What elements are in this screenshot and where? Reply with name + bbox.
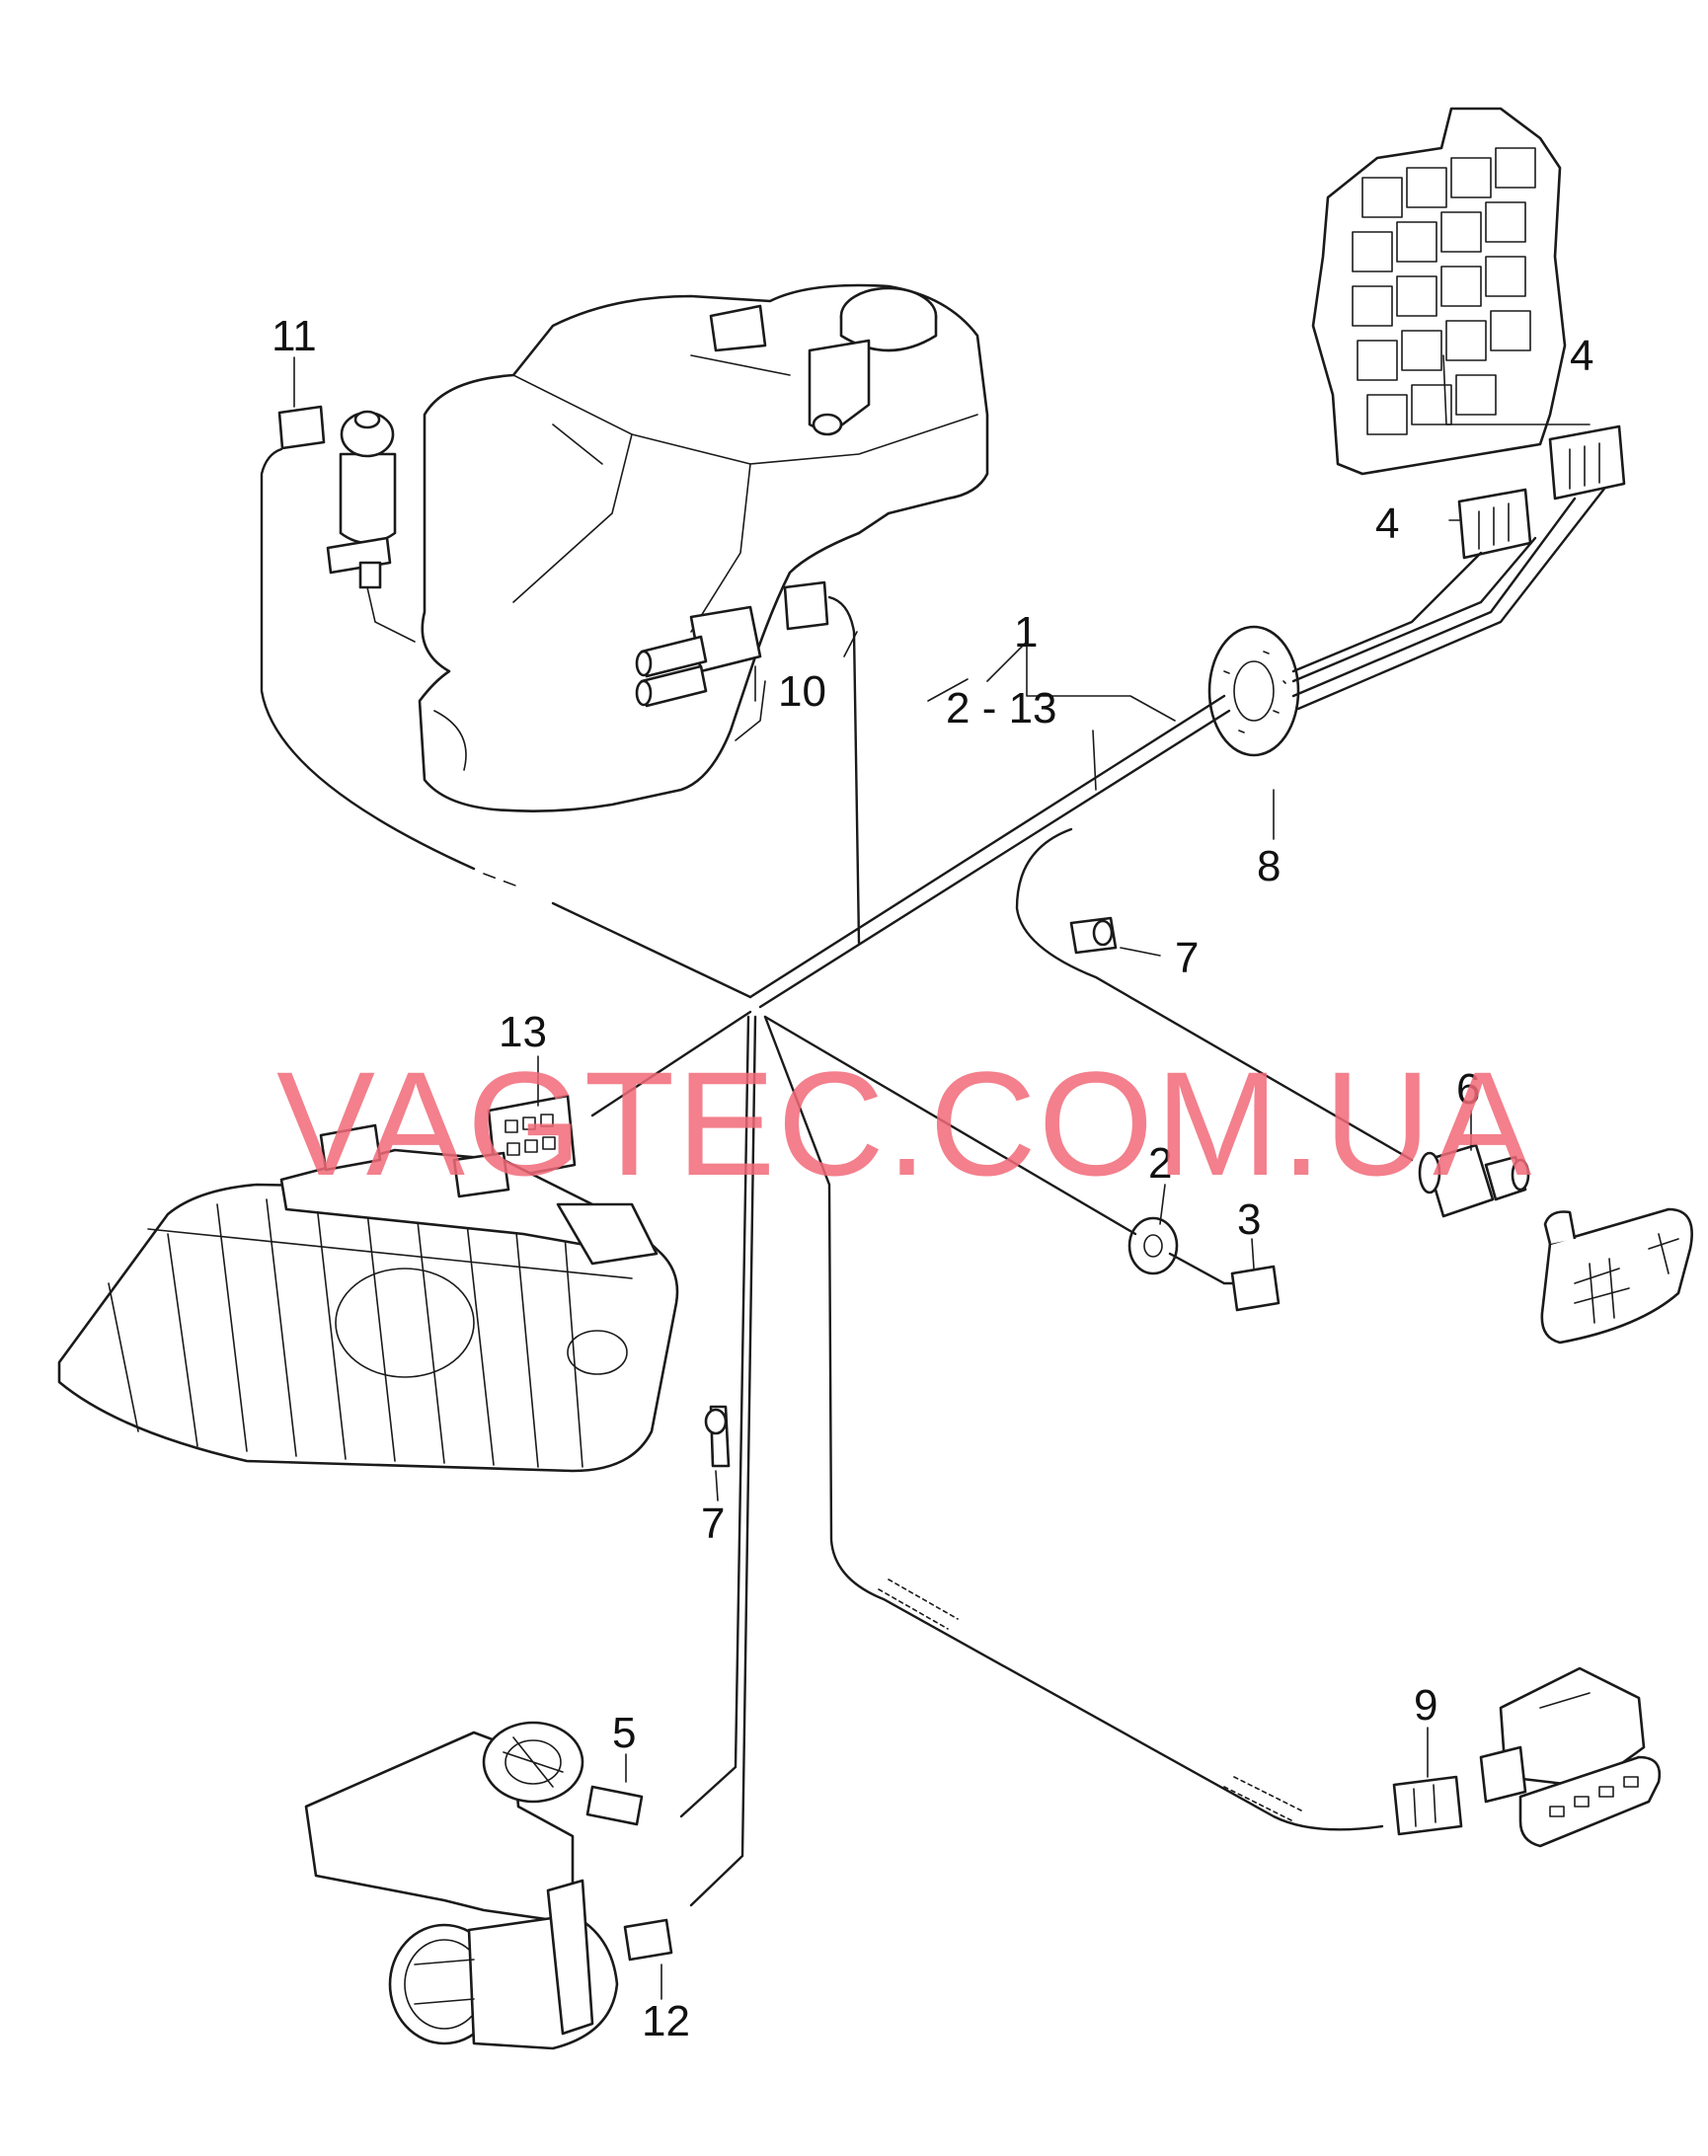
callout-7a: 7 [1175, 934, 1199, 982]
connector-3 [1230, 1265, 1281, 1312]
connector-5 [585, 1785, 644, 1826]
callout-1-range: 2 - 13 [946, 684, 1057, 732]
side-marker-lamp [1540, 1207, 1693, 1345]
callout-8: 8 [1257, 842, 1281, 890]
connector-11 [277, 405, 326, 450]
callout-10: 10 [778, 667, 826, 716]
callout-12: 12 [642, 1997, 690, 2045]
callout-1: 1 [1014, 608, 1038, 656]
callout-4b: 4 [1375, 500, 1399, 548]
callout-3: 3 [1237, 1195, 1261, 1244]
callout-leaders [293, 354, 1591, 2000]
callout-13: 13 [499, 1008, 547, 1056]
fog-light [304, 1721, 619, 2050]
grommet-2 [1127, 1216, 1179, 1275]
connector-9 [1392, 1775, 1463, 1836]
harness-connector-4b [1457, 488, 1532, 560]
grommet-8 [1207, 625, 1300, 757]
callout-7b: 7 [701, 1500, 725, 1548]
connector-12 [623, 1918, 673, 1962]
callout-9: 9 [1414, 1681, 1437, 1730]
connector-10 [783, 580, 829, 631]
harness-connector-4a [1548, 424, 1626, 500]
washer-pump [326, 410, 416, 643]
callout-5: 5 [612, 1709, 636, 1757]
wiring-harness [260, 447, 1606, 1907]
watermark: VAGTEC.COM.UA [276, 1040, 1533, 1206]
bulb-holder [1418, 1143, 1530, 1218]
callout-labels: 11 10 1 2 - 13 8 4 4 7 13 6 2 3 7 5 9 12 [272, 312, 1593, 2045]
callout-11: 11 [272, 312, 317, 360]
callout-4a: 4 [1570, 332, 1593, 380]
callout-2: 2 [1148, 1139, 1172, 1188]
callout-6: 6 [1456, 1065, 1480, 1114]
fluid-level-sensor [635, 605, 766, 741]
relay-carrier [1311, 107, 1567, 476]
washer-fluid-reservoir [418, 283, 989, 812]
headlight [57, 1123, 679, 1473]
sensor-module [1479, 1666, 1662, 1848]
